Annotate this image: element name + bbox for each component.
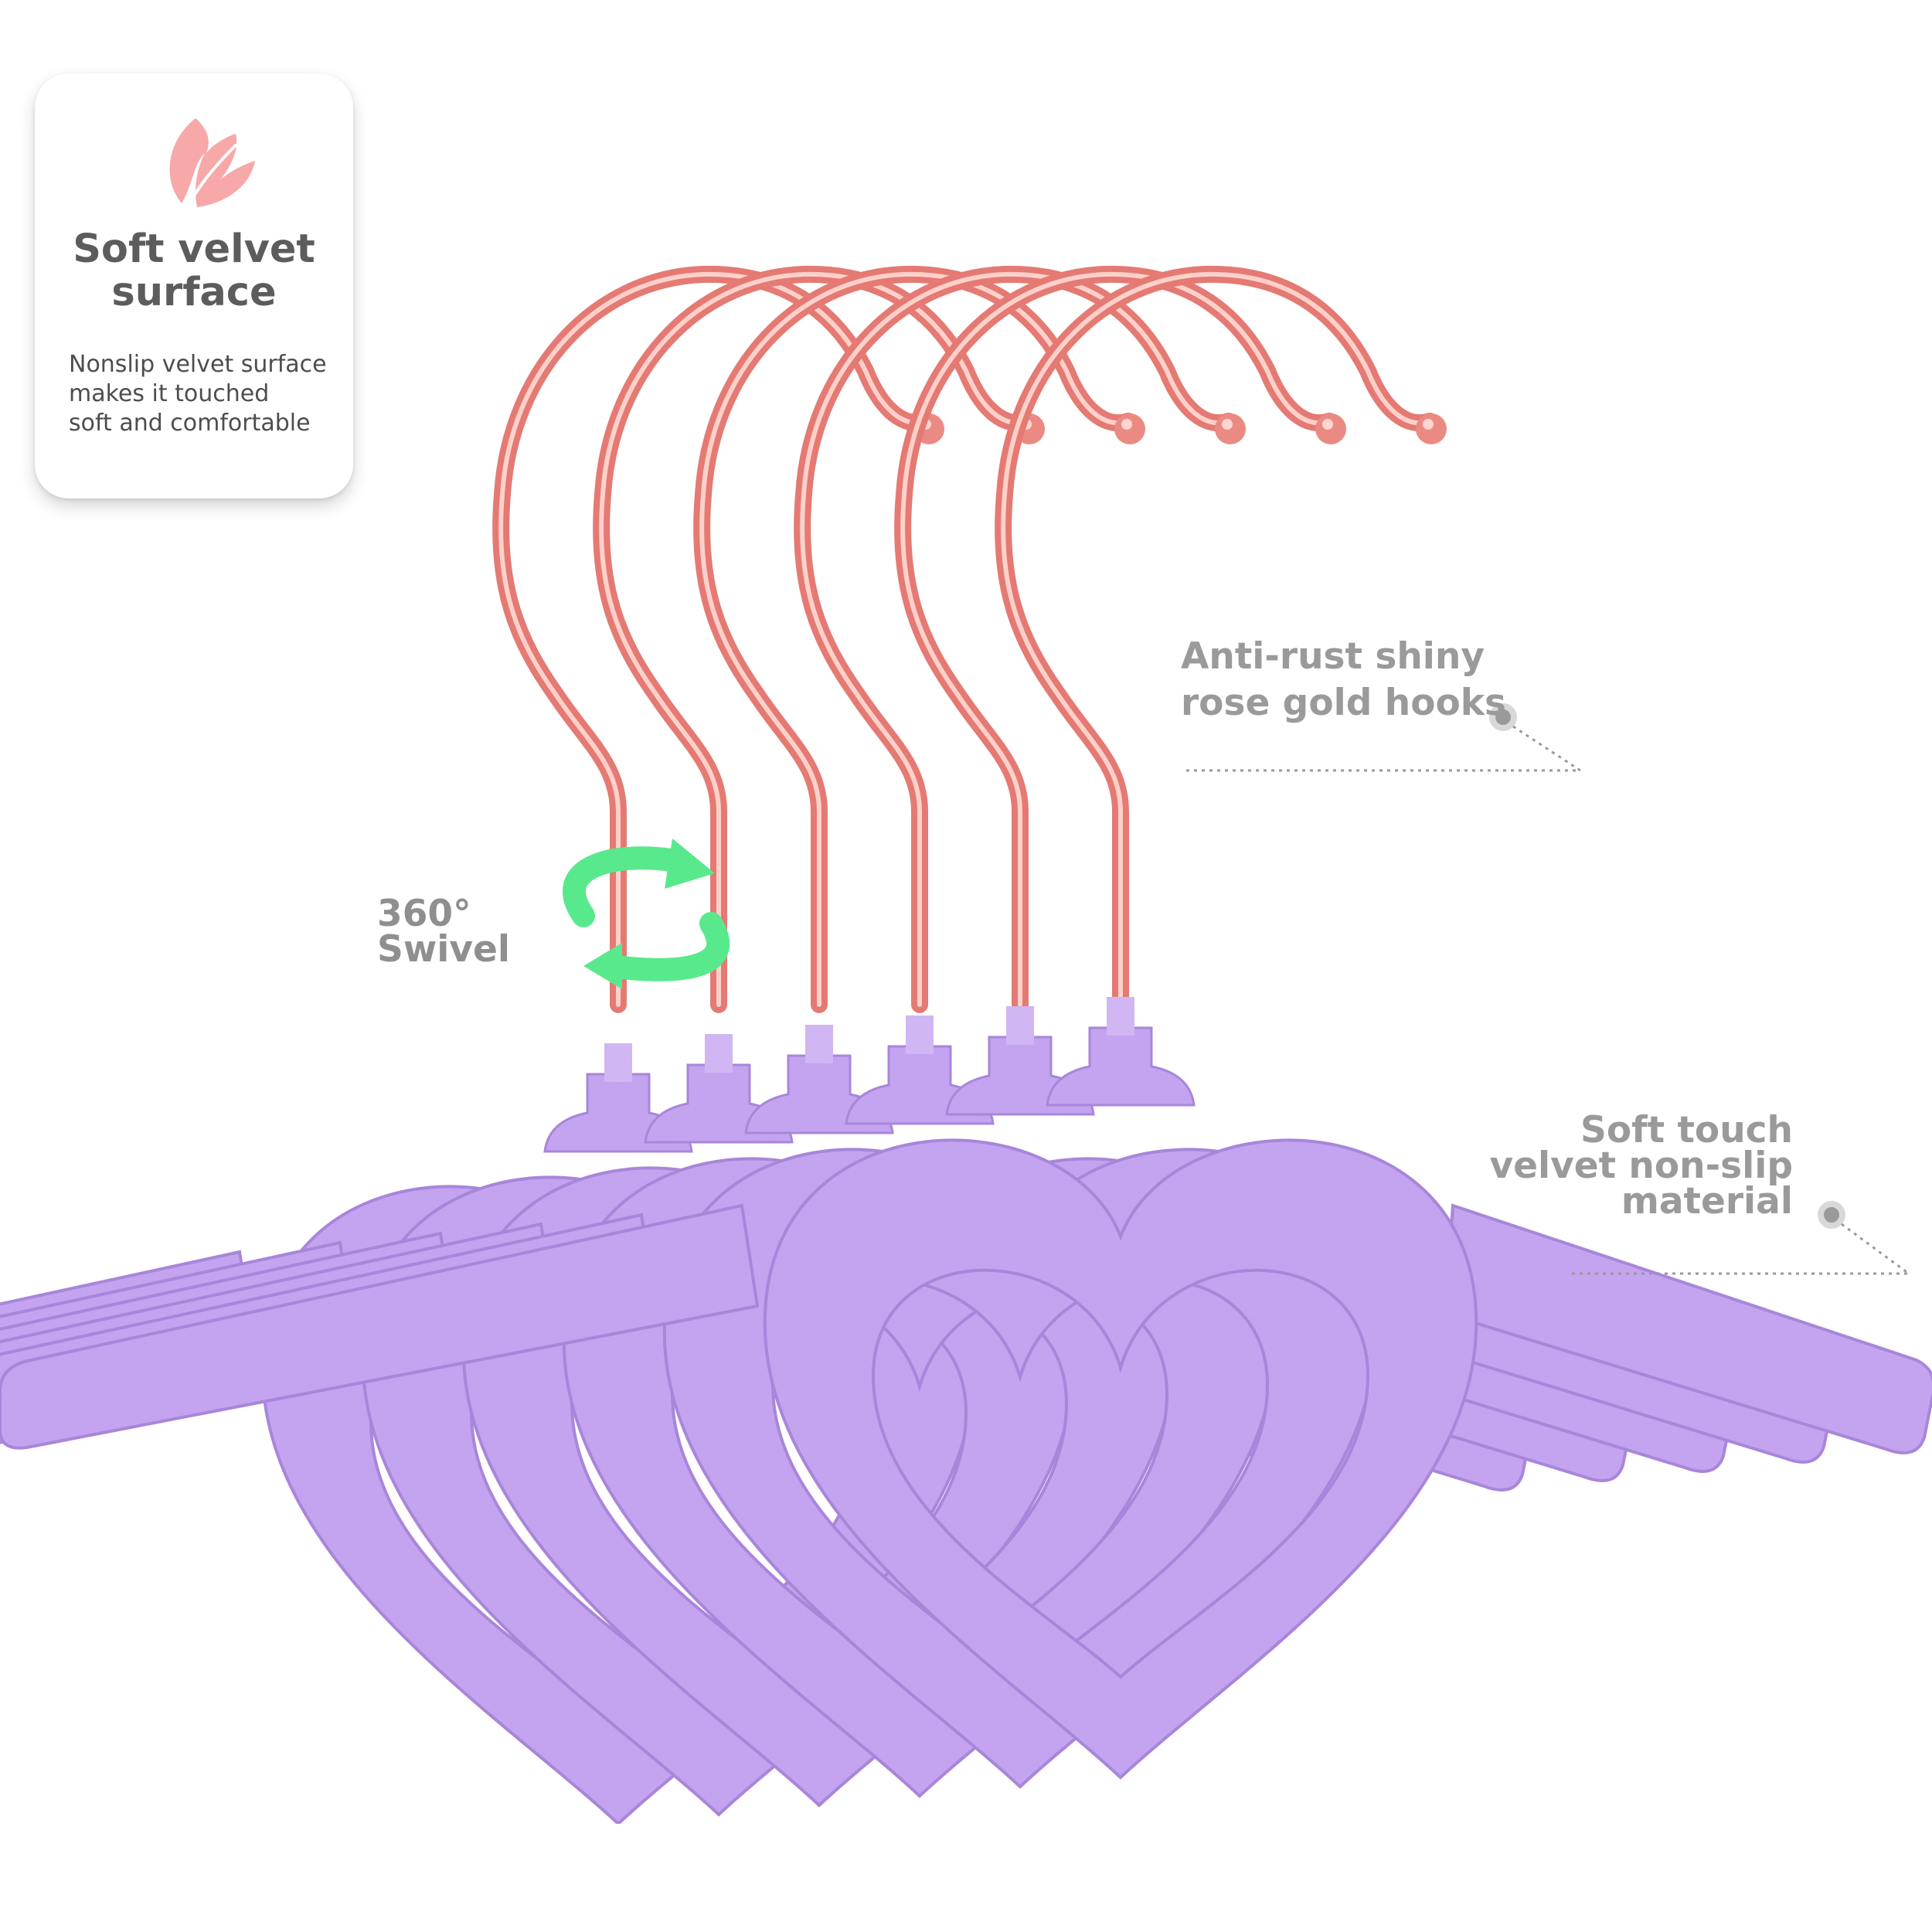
velvet-callout-line2: velvet non-slip [1489,1145,1793,1187]
card-desc-line1: Nonslip velvet surface [69,351,327,378]
hooks-callout-line1: Anti-rust shiny [1181,635,1485,678]
velvet-callout-pointer [1567,1201,1913,1275]
feather-icon [169,118,255,213]
swivel-callout-line1: 360° [377,893,471,935]
card-title-line2: surface [111,270,277,315]
velvet-callout-line1: Soft touch [1580,1109,1793,1151]
card-desc-line3: soft and comfortable [69,410,311,437]
velvet-callout-line3: material [1621,1180,1793,1223]
feature-card: Soft velvet surface Nonslip velvet surfa… [35,73,353,498]
velvet-callout: Soft touch velvet non-slip material [1453,1109,1793,1223]
swivel-callout-line2: Swivel [377,928,511,971]
card-title-line1: Soft velvet [73,226,315,272]
card-desc-line2: makes it touched [69,380,270,407]
swivel-callout: 360° Swivel [377,896,510,968]
hooks-callout: Anti-rust shiny rose gold hooks [1181,634,1506,726]
card-description: Nonslip velvet surface makes it touched … [69,350,347,438]
hooks-callout-line2: rose gold hooks [1181,682,1507,724]
card-title: Soft velvet surface [35,228,353,315]
hooks-callout-pointer [1182,703,1585,772]
swivel-arrow-icon [563,838,730,989]
